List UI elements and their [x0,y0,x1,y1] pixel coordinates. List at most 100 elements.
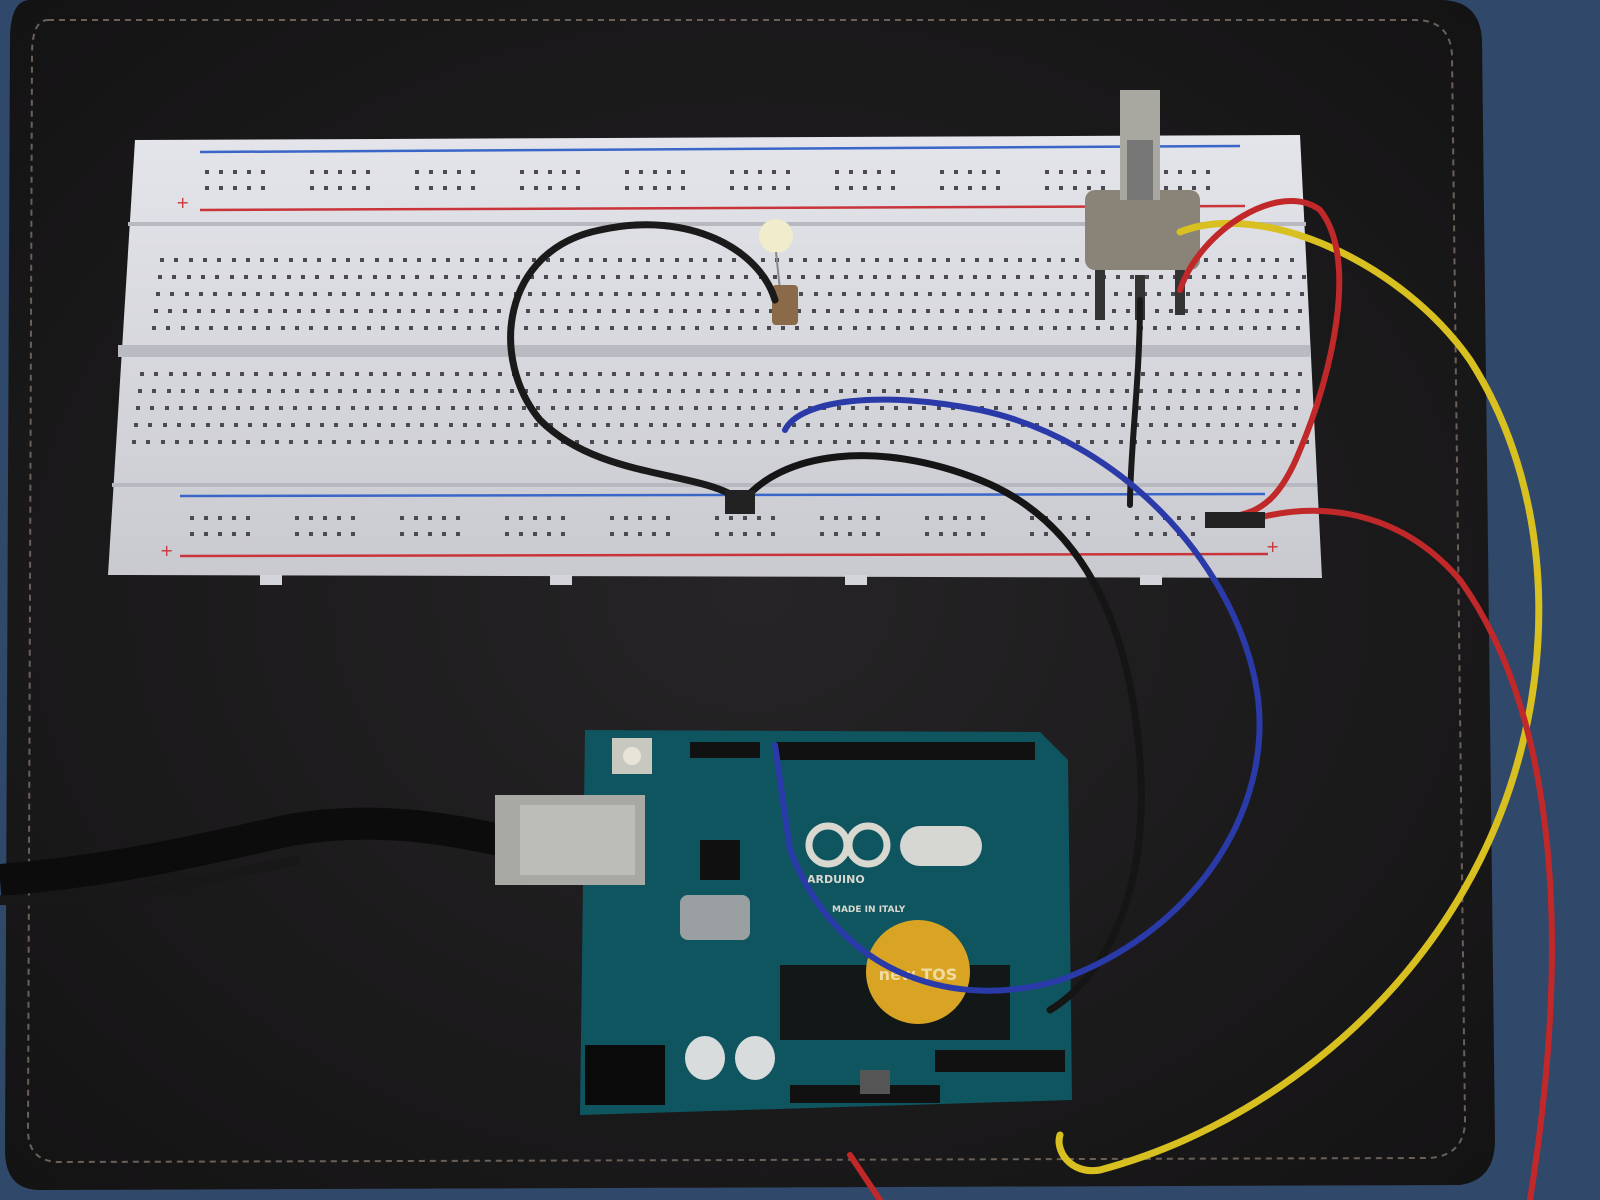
breadboard-hole [738,326,742,330]
breadboard-hole [562,170,566,174]
breadboard-hole [1298,372,1302,376]
breadboard-hole [1027,372,1031,376]
wire-red-end [847,1152,883,1200]
breadboard-hole [506,423,510,427]
breadboard-hole [166,326,170,330]
breadboard-hole [795,326,799,330]
capacitor [735,1036,775,1080]
breadboard-hole [369,309,373,313]
breadboard-hole [954,186,958,190]
breadboard-hole [520,423,524,427]
breadboard-hole [834,532,838,536]
breadboard-hole [652,326,656,330]
breadboard-hole [712,372,716,376]
breadboard-hole [226,309,230,313]
breadboard-hole [910,326,914,330]
breadboard-hole [1116,275,1120,279]
breadboard-hole [334,423,338,427]
breadboard-hole [1247,440,1251,444]
breadboard-hole [939,389,943,393]
breadboard-hole [138,389,142,393]
breadboard-hole [771,516,775,520]
breadboard-hole [928,292,932,296]
breadboard-hole [490,440,494,444]
breadboard-hole [556,292,560,296]
breadboard-hole [1085,292,1089,296]
breadboard-hole [467,389,471,393]
breadboard-hole [1082,389,1086,393]
breadboard-hole [783,372,787,376]
breadboard-hole [696,389,700,393]
breadboard-hole [224,389,228,393]
breadboard-hole [1266,406,1270,410]
breadboard-hole [332,440,336,444]
breadboard-hole [219,170,223,174]
breadboard-hole [896,389,900,393]
breadboard-hole [430,275,434,279]
breadboard-hole [757,532,761,536]
breadboard-hole [1059,170,1063,174]
breadboard-hole [247,186,251,190]
breadboard-hole [777,423,781,427]
breadboard-hole [567,326,571,330]
breadboard-hole [703,258,707,262]
breadboard-hole [181,389,185,393]
breadboard-hole [1235,423,1239,427]
breadboard-hole [612,309,616,313]
breadboard-hole [953,516,957,520]
breadboard-hole [1012,372,1016,376]
breadboard-hole [371,292,375,296]
breadboard-hole [771,532,775,536]
breadboard-hole [152,326,156,330]
breadboard-hole [616,275,620,279]
breadboard-hole [252,326,256,330]
breadboard-hole [309,326,313,330]
breadboard: + + + [108,135,1322,585]
breadboard-hole [824,326,828,330]
breadboard-hole [328,292,332,296]
breadboard-hole [395,326,399,330]
breadboard-hole [519,532,523,536]
usb-cable-strand [0,855,301,906]
breadboard-hole [626,309,630,313]
breadboard-hole [1228,292,1232,296]
breadboard-hole [1039,389,1043,393]
breadboard-hole [1045,186,1049,190]
breadboard-hole [735,423,739,427]
breadboard-hole [855,372,859,376]
breadboard-hole [520,170,524,174]
breadboard-hole [797,309,801,313]
breadboard-hole [1012,309,1016,313]
breadboard-hole [548,186,552,190]
breadboard-hole [209,326,213,330]
breadboard-hole [454,309,458,313]
breadboard-hole [638,389,642,393]
breadboard-hole [1286,292,1290,296]
breadboard-hole [279,406,283,410]
breadboard-hole [414,532,418,536]
breadboard-hole [549,423,553,427]
breadboard-hole [440,372,444,376]
breadboard-hole [440,309,444,313]
breadboard-hole [536,406,540,410]
breadboard-hole [438,389,442,393]
breadboard-hole [1210,326,1214,330]
breadboard-hole [413,292,417,296]
breadboard-hole [1030,516,1034,520]
breadboard-hole [473,275,477,279]
breadboard-hole [495,326,499,330]
power-jack [585,1045,665,1105]
breadboard-hole [926,372,930,376]
breadboard-hole [340,309,344,313]
breadboard-hole [432,440,436,444]
breadboard-hole [667,170,671,174]
breadboard-hole [1155,309,1159,313]
breadboard-hole [354,309,358,313]
breadboard-hole [548,170,552,174]
breadboard-hole [561,516,565,520]
breadboard-hole [1090,440,1094,444]
breadboard-hole [414,516,418,520]
breadboard-hole [614,292,618,296]
breadboard-hole [761,440,765,444]
breadboard-hole [352,186,356,190]
